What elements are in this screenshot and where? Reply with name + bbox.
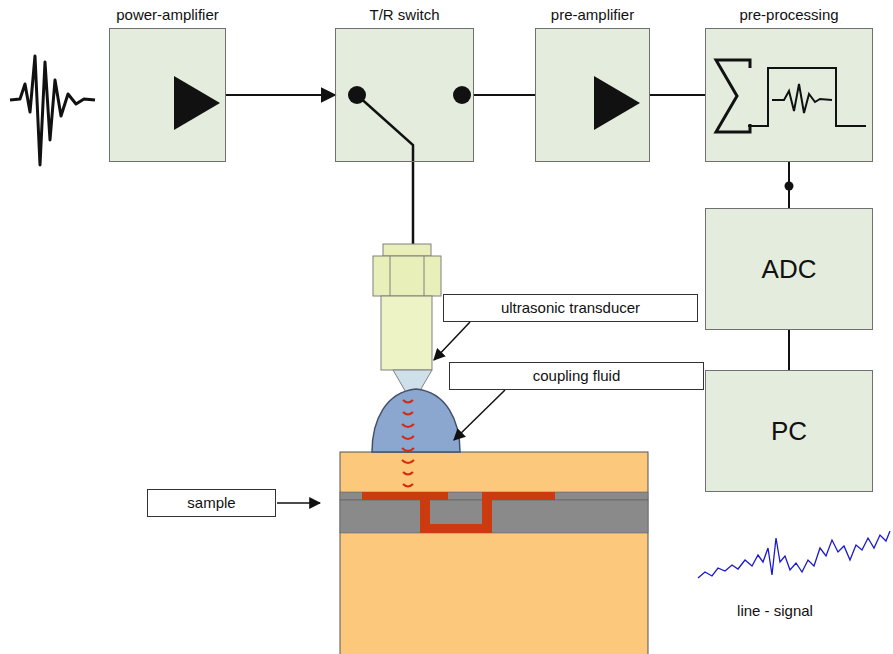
box-fill [335,28,474,162]
transducer-body [381,296,432,370]
signal-wire [650,94,705,96]
box-heading: pre-processing [676,6,893,24]
box-fill [109,28,226,162]
box-label: ADC [762,254,817,284]
callout-box: coupling fluid [449,362,704,390]
signal-wire [474,94,535,96]
processing-box: pre-processing [705,28,873,162]
nut-edge [424,256,425,296]
box-label: PC [771,416,807,446]
leader-arrow [277,502,320,504]
leader-arrow [454,390,505,440]
callout-label: coupling fluid [533,367,621,385]
switch-contact [453,86,471,104]
signal-label: line - signal [737,602,813,620]
sample-body [340,452,648,654]
callout-label: ultrasonic transducer [501,299,640,317]
computer-box: PC [705,370,873,492]
conductor-trace [420,524,492,533]
signal-wire [788,330,790,370]
amplifier-symbol [594,76,640,130]
box-heading: T/R switch [306,6,503,24]
signal-wire [226,94,335,96]
conductor-trace [482,492,555,500]
line-signal-trace [698,531,890,578]
window-symbol [748,68,866,126]
switch-wire [357,95,413,244]
box-fill [705,370,873,492]
callout-box: ultrasonic transducer [443,294,698,322]
box-fill [705,28,873,162]
ultrasonic-wave [402,400,414,487]
box-heading: pre-amplifier [506,6,679,24]
leader-arrow [434,322,470,360]
transducer-connector [383,244,431,256]
window-wave [772,84,832,113]
sum-symbol [716,60,750,132]
switch-contact [348,86,366,104]
switch-box: T/R switch [335,28,474,162]
box-heading: power-amplifier [80,6,255,24]
transducer-nut [373,256,441,296]
conductor-trace [362,492,448,500]
nut-edge [390,256,391,296]
callout-box: sample [147,489,276,517]
amplifier-box: power-amplifier [109,28,226,162]
box-fill [535,28,650,162]
fluid-drop [372,389,460,452]
callout-label: sample [187,494,235,512]
converter-box: ADC [705,208,873,330]
box-fill [705,208,873,330]
signal-wire [788,162,790,208]
input-pulse [10,56,95,165]
amplifier-symbol [174,76,220,130]
sample-layer [340,500,648,533]
sample-layer [340,492,648,500]
amplifier-box: pre-amplifier [535,28,650,162]
